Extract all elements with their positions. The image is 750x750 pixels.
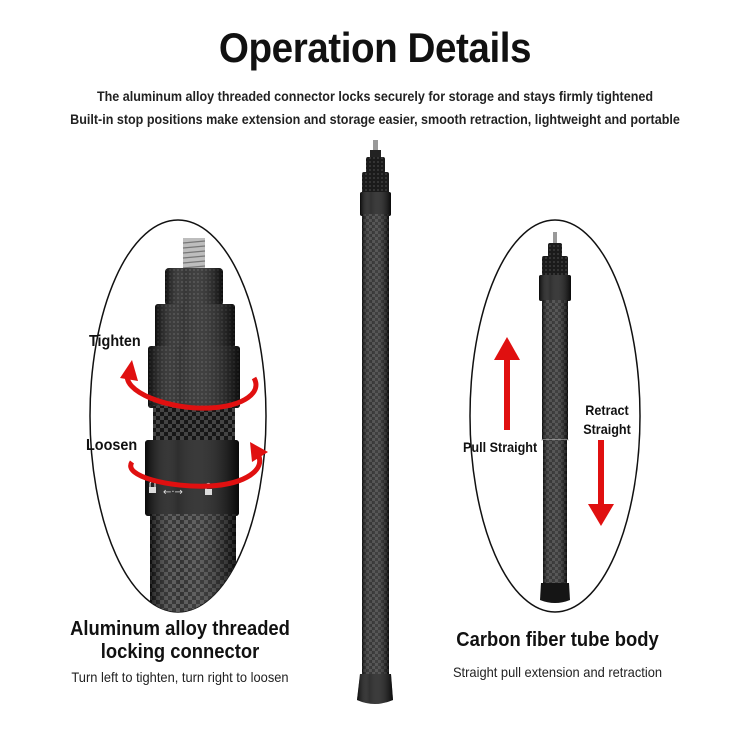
- up-arrow-icon: [494, 337, 520, 430]
- subtitle-line-1: The aluminum alloy threaded connector lo…: [96, 89, 654, 104]
- tighten-label: Tighten: [89, 333, 141, 350]
- retract-label-line-2: Straight: [583, 421, 631, 437]
- pull-straight-label: Pull Straight: [463, 439, 538, 455]
- left-caption-heading: Aluminum alloy threaded locking connecto…: [51, 618, 309, 664]
- page-title: Operation Details: [218, 24, 532, 71]
- center-selfie-stick: [357, 140, 393, 704]
- retract-straight-label: Retract Straight: [576, 401, 639, 439]
- svg-text:←·→: ←·→: [163, 487, 183, 498]
- right-caption-heading: Carbon fiber tube body: [456, 629, 659, 651]
- left-caption-description: Turn left to tighten, turn right to loos…: [71, 669, 289, 685]
- retract-label-line-1: Retract: [585, 402, 629, 418]
- threaded-connector-closeup: [145, 238, 240, 612]
- subtitle-line-2: Built-in stop positions make extension a…: [70, 112, 680, 127]
- left-caption-heading-line-2: locking connector: [100, 641, 260, 663]
- right-caption-description: Straight pull extension and retraction: [452, 664, 663, 680]
- loosen-label: Loosen: [86, 437, 138, 454]
- right-detail-oval: [469, 219, 641, 613]
- left-detail-oval: ←·→: [89, 219, 268, 613]
- down-arrow-icon: [588, 440, 614, 526]
- rotate-arrow-icon: [120, 360, 268, 489]
- left-caption-heading-line-1: Aluminum alloy threaded: [70, 618, 290, 640]
